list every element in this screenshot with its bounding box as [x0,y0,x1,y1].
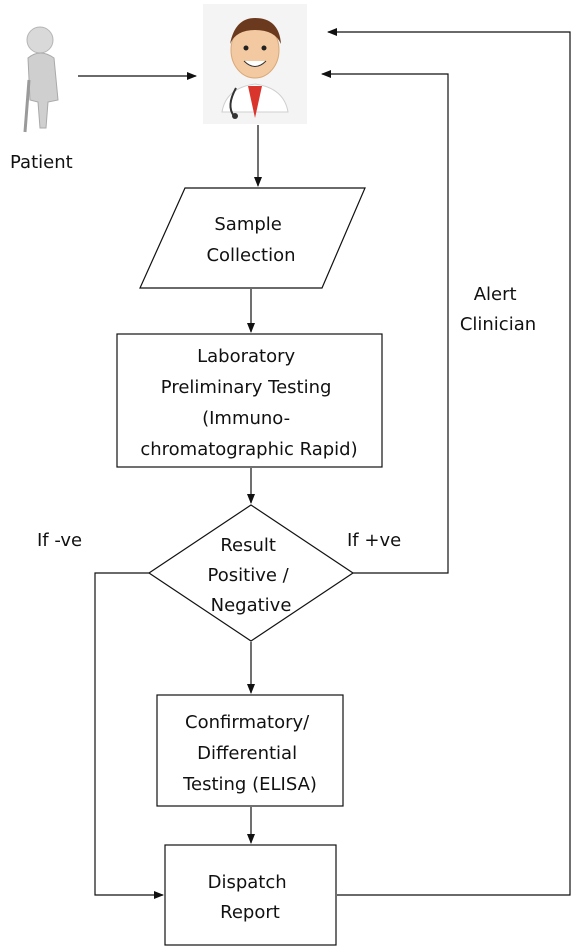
patient-icon [23,26,59,133]
patient-label: Patient [10,152,73,173]
sample-collection-label: Sample Collection [206,214,295,266]
result-decision-label: Result Positive / Negative [208,535,295,616]
if-negative-label: If -ve [37,530,82,551]
lab-testing-node [116,333,383,468]
alert-clinician-label: Alert Clinician [460,284,536,335]
confirmatory-testing-label: Confirmatory/ Differential Testing (ELIS… [182,712,317,795]
lab-testing-label: Laboratory Preliminary Testing (Immuno- … [140,346,357,460]
dispatch-report-label: Dispatch Report [208,872,293,923]
arrow-negative-to-dispatch [94,572,164,899]
dispatch-report-node [164,844,337,946]
if-positive-label: If +ve [347,530,401,551]
confirmatory-testing-node [156,694,344,807]
arrow-report-to-doctor [327,28,571,896]
sample-collection-node [139,187,366,289]
doctor-icon [203,4,307,124]
arrow-positive-alert-clinician [321,70,449,574]
result-decision-node [147,504,355,642]
